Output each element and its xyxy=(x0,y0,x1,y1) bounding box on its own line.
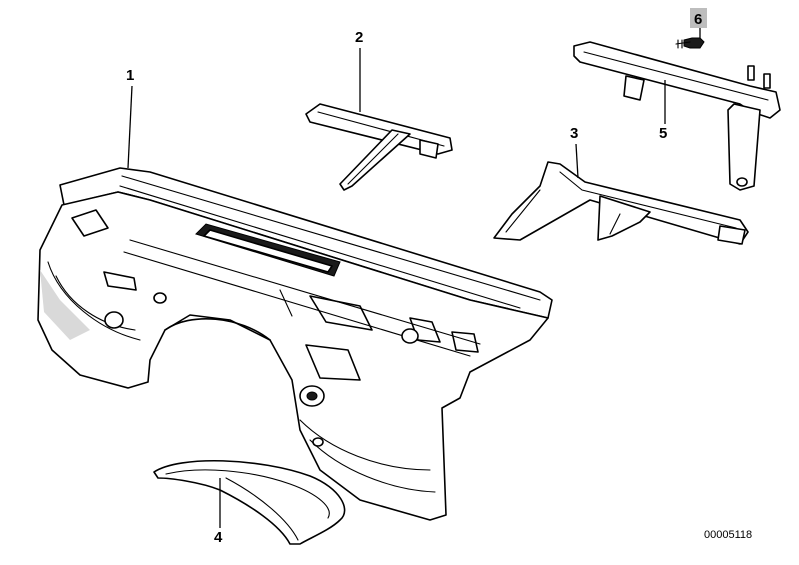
part-4-curved-cover[interactable] xyxy=(153,459,346,545)
callout-6-highlight xyxy=(690,8,707,28)
part-6-bolt[interactable] xyxy=(675,37,705,49)
leader-3 xyxy=(575,143,579,179)
callout-6: 6 xyxy=(694,11,702,28)
leader-1 xyxy=(127,85,133,169)
part-2-upper-bracket[interactable] xyxy=(305,103,453,191)
callout-1: 1 xyxy=(126,67,134,84)
callout-4: 4 xyxy=(214,529,223,546)
part-3-right-bracket[interactable] xyxy=(493,161,749,245)
part-1-bulkhead-panel[interactable] xyxy=(37,167,553,521)
document-number: 00005118 xyxy=(704,529,752,541)
callout-3: 3 xyxy=(570,125,578,142)
callout-2: 2 xyxy=(355,29,363,46)
part-5-crossmember[interactable] xyxy=(573,41,781,191)
callout-5: 5 xyxy=(659,125,667,142)
